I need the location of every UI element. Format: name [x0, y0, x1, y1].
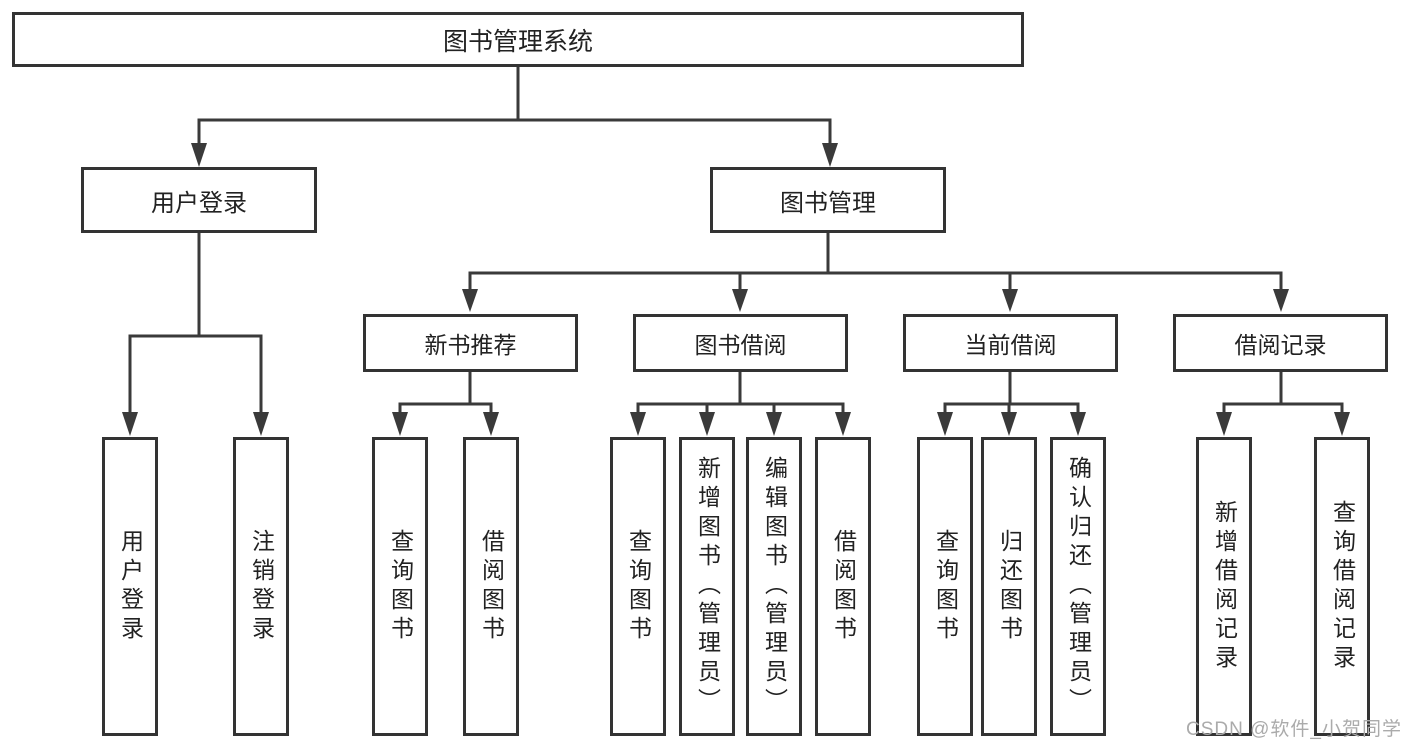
node-book-borrow-label: 图书借阅 [694, 332, 787, 358]
leaf-user-login-label: 用户登录 [117, 528, 144, 645]
leaf-query-borrow-record: 查询借阅记录 [1314, 437, 1370, 736]
leaf-borrow-books: 借阅图书 [815, 437, 871, 736]
leaf-confirm-return-admin-label: 确认归还（管理员） [1065, 456, 1092, 717]
leaf-logout-label: 注销登录 [248, 528, 275, 645]
node-user-login-label: 用户登录 [151, 189, 247, 217]
arrowheads [122, 143, 1350, 436]
leaf-query-books-borrow: 查询图书 [610, 437, 666, 736]
leaf-query-books-recommend: 查询图书 [372, 437, 428, 736]
leaf-edit-books-admin-label: 编辑图书（管理员） [761, 456, 788, 717]
node-library-system: 图书管理系统 [12, 12, 1024, 67]
leaf-edit-books-admin: 编辑图书（管理员） [746, 437, 802, 736]
node-book-borrow: 图书借阅 [633, 314, 848, 372]
leaf-confirm-return-admin: 确认归还（管理员） [1050, 437, 1106, 736]
node-current-borrow: 当前借阅 [903, 314, 1118, 372]
node-current-borrow-label: 当前借阅 [964, 332, 1057, 358]
leaf-logout: 注销登录 [233, 437, 289, 736]
node-new-book-recommend: 新书推荐 [363, 314, 578, 372]
node-new-book-recommend-label: 新书推荐 [424, 332, 517, 358]
node-borrow-records: 借阅记录 [1173, 314, 1388, 372]
leaf-borrow-books-recommend: 借阅图书 [463, 437, 519, 736]
leaf-add-books-admin-label: 新增图书（管理员） [694, 456, 721, 717]
node-book-management: 图书管理 [710, 167, 946, 233]
watermark-text: CSDN @软件_小贺同学 [1186, 719, 1402, 740]
leaf-add-books-admin: 新增图书（管理员） [679, 437, 735, 736]
leaf-query-books-borrow-label: 查询图书 [625, 528, 652, 645]
leaf-return-books: 归还图书 [981, 437, 1037, 736]
leaf-user-login: 用户登录 [102, 437, 158, 736]
node-user-login: 用户登录 [81, 167, 317, 233]
leaf-query-books-current: 查询图书 [917, 437, 973, 736]
leaf-borrow-books-recommend-label: 借阅图书 [478, 528, 505, 645]
leaf-query-books-current-label: 查询图书 [932, 528, 959, 645]
leaf-borrow-books-label: 借阅图书 [830, 528, 857, 645]
leaf-query-borrow-record-label: 查询借阅记录 [1329, 499, 1356, 674]
node-borrow-records-label: 借阅记录 [1234, 332, 1327, 358]
leaf-query-books-recommend-label: 查询图书 [387, 528, 414, 645]
leaf-add-borrow-record-label: 新增借阅记录 [1211, 499, 1238, 674]
node-library-system-label: 图书管理系统 [442, 27, 593, 56]
leaf-add-borrow-record: 新增借阅记录 [1196, 437, 1252, 736]
leaf-return-books-label: 归还图书 [996, 528, 1023, 645]
node-book-management-label: 图书管理 [780, 189, 876, 217]
